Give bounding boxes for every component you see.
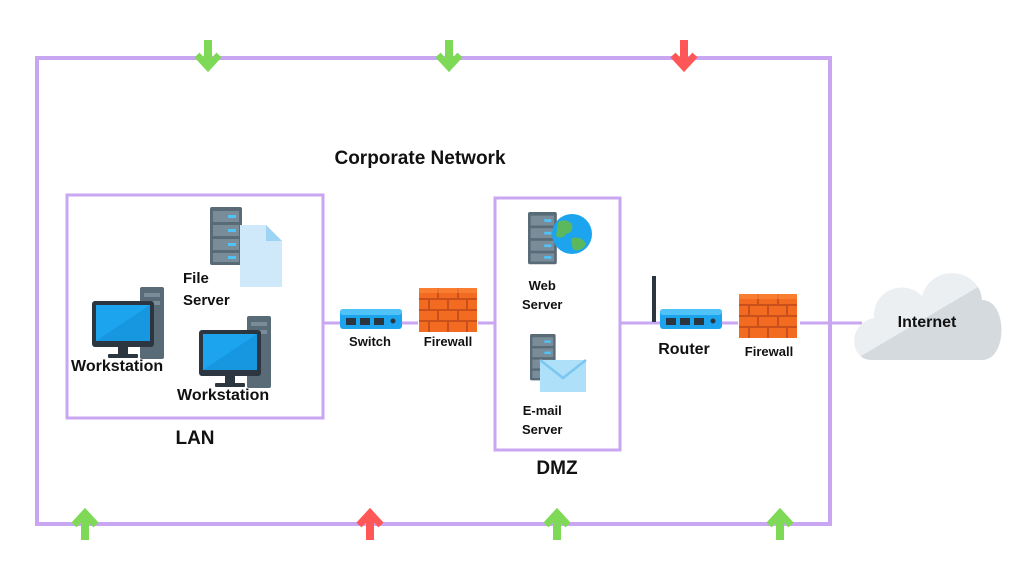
web-server-label: Web Server: [522, 278, 563, 312]
corporate-network-boundary: [35, 56, 832, 526]
top-arrow-blocked-icon: [673, 40, 695, 67]
email-server-label: E-mail Server: [522, 403, 563, 437]
workstation-icon: [92, 287, 164, 359]
lan-zone-boundary: [65, 193, 325, 420]
switch-label: Switch: [349, 334, 391, 349]
workstation-label: Workstation: [177, 387, 270, 404]
bottom-arrow-blocked-icon: [359, 513, 381, 540]
diagram-title: Corporate Network: [334, 148, 506, 169]
top-arrow-allowed-icon: [438, 40, 460, 67]
file-server-icon: [210, 207, 282, 287]
email-server-icon: [530, 334, 587, 392]
firewall-label: Firewall: [423, 334, 473, 349]
dmz-zone-label: DMZ: [536, 458, 578, 479]
firewall-label: Firewall: [744, 344, 794, 359]
switch-icon: [340, 309, 402, 329]
workstation-icon: [199, 316, 271, 388]
file-server-label: File Server: [183, 270, 230, 309]
internet-label: Internet: [897, 314, 957, 331]
top-arrow-allowed-icon: [197, 40, 219, 67]
web-server-icon: [528, 212, 592, 265]
router-label: Router: [658, 341, 710, 358]
bottom-arrow-allowed-icon: [74, 513, 96, 540]
firewall-icon: [418, 287, 478, 333]
internet-cloud-icon: [854, 273, 1002, 360]
workstation-label: Workstation: [71, 358, 164, 375]
lan-zone-label: LAN: [175, 428, 215, 449]
bottom-arrow-allowed-icon: [769, 513, 791, 540]
router-icon: [652, 276, 722, 329]
bottom-arrow-allowed-icon: [546, 513, 568, 540]
firewall-icon: [738, 293, 798, 339]
